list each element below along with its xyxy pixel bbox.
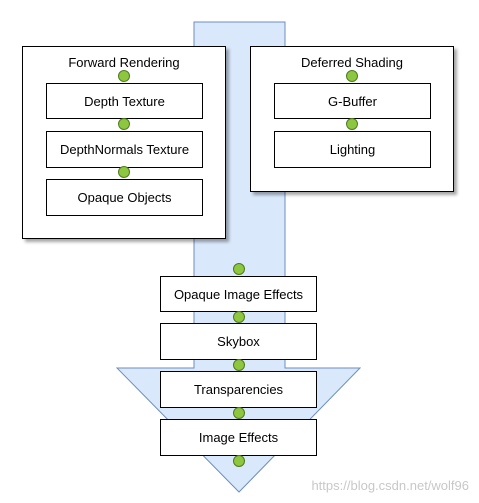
opaque-image-effects-box: Opaque Image Effects <box>160 276 317 312</box>
lighting-label: Lighting <box>329 142 376 157</box>
opaque-image-effects-label: Opaque Image Effects <box>173 286 304 302</box>
deferred-shading-title: Deferred Shading <box>301 55 403 70</box>
connector-dot <box>118 70 130 82</box>
depth-texture-label: Depth Texture <box>84 93 165 109</box>
opaque-objects-box: Opaque Objects <box>46 179 203 216</box>
transparencies-label: Transparencies <box>193 382 284 397</box>
depth-texture-box: Depth Texture <box>46 83 203 119</box>
connector-dot <box>233 359 245 371</box>
connector-dot <box>118 118 130 130</box>
transparencies-box: Transparencies <box>160 371 317 408</box>
g-buffer-label: G-Buffer <box>328 93 377 109</box>
connector-dot <box>233 455 245 467</box>
lighting-box: Lighting <box>274 131 431 168</box>
opaque-objects-label: Opaque Objects <box>77 190 172 205</box>
skybox-box: Skybox <box>160 323 317 360</box>
connector-dot <box>346 118 358 130</box>
image-effects-label: Image Effects <box>198 430 279 445</box>
image-effects-box: Image Effects <box>160 419 317 456</box>
depthnormals-texture-box: DepthNormals Texture <box>46 131 203 168</box>
skybox-label: Skybox <box>217 334 260 349</box>
connector-dot <box>233 263 245 275</box>
connector-dot <box>346 70 358 82</box>
connector-dot <box>233 407 245 419</box>
depthnormals-texture-label: DepthNormals Texture <box>59 142 190 157</box>
connector-dot <box>118 166 130 178</box>
forward-rendering-title: Forward Rendering <box>68 55 180 70</box>
g-buffer-box: G-Buffer <box>274 83 431 119</box>
watermark-text: https://blog.csdn.net/wolf96 <box>311 478 469 493</box>
connector-dot <box>233 311 245 323</box>
